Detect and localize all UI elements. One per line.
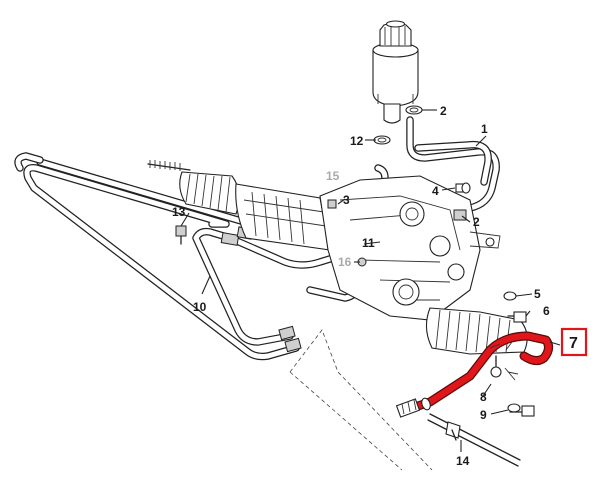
callout-8: 8 xyxy=(480,390,487,404)
callout-2-reservoir: 2 xyxy=(440,104,447,118)
highlighted-hose-fill xyxy=(408,332,552,412)
callout-10: 10 xyxy=(193,300,207,314)
callout-14: 14 xyxy=(456,454,470,468)
hose-return xyxy=(406,116,500,218)
highlighted-hose xyxy=(395,331,554,418)
callout-9: 9 xyxy=(480,408,487,422)
steering-rack xyxy=(147,160,549,355)
leader-lines xyxy=(180,109,561,452)
callout-12: 12 xyxy=(350,134,364,148)
callout-15: 15 xyxy=(326,169,340,183)
callout-labels: 1 2 2 3 4 5 6 7 8 9 10 11 12 13 14 15 16 xyxy=(172,104,578,468)
callout-7: 7 xyxy=(569,335,578,352)
callout-3: 3 xyxy=(343,193,350,207)
callout-1: 1 xyxy=(481,122,488,136)
callout-11: 11 xyxy=(362,236,375,250)
callout-7-box xyxy=(560,327,588,357)
callout-4: 4 xyxy=(432,184,439,198)
callout-13: 13 xyxy=(172,205,186,219)
small-fittings xyxy=(175,105,535,417)
dashed-reference-outline xyxy=(289,329,433,471)
fluid-reservoir xyxy=(372,20,419,124)
callout-2-pump: 2 xyxy=(473,215,480,229)
callout-5: 5 xyxy=(534,287,541,301)
callout-16: 16 xyxy=(338,255,352,269)
callout-6: 6 xyxy=(543,304,550,318)
cable-tie-bracket xyxy=(427,413,521,467)
